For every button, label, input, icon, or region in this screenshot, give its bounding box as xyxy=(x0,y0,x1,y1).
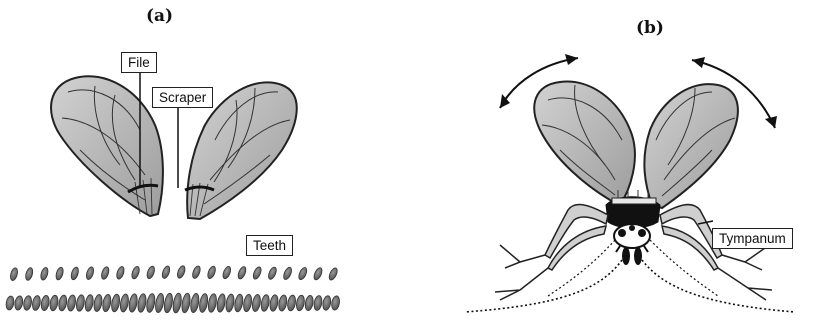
file-tooth xyxy=(85,266,95,280)
left-raised-wing xyxy=(534,82,635,205)
file-tooth xyxy=(251,294,261,312)
file-tooth xyxy=(198,293,209,313)
file-tooth xyxy=(191,265,202,279)
file-tooth xyxy=(14,295,24,310)
file-tooth xyxy=(313,295,323,311)
file-tooth xyxy=(163,293,174,314)
file-tooth xyxy=(24,267,34,281)
teeth-row-upper xyxy=(9,265,339,282)
file-tooth xyxy=(58,295,68,312)
file-tooth xyxy=(93,294,103,312)
file-tooth xyxy=(49,295,59,312)
file-tooth xyxy=(130,265,140,279)
file-tooth xyxy=(181,293,192,314)
file-tooth xyxy=(189,293,200,313)
file-tooth xyxy=(282,266,293,280)
file-tooth xyxy=(9,267,19,281)
teeth-row-lower xyxy=(5,292,341,313)
file-tooth xyxy=(161,265,171,279)
file-tooth xyxy=(70,266,80,280)
left-antenna xyxy=(465,260,622,312)
file-tooth xyxy=(115,266,125,280)
file-tooth xyxy=(269,294,279,312)
cricket-body xyxy=(606,190,660,265)
file-tooth xyxy=(31,295,41,311)
file-tooth xyxy=(154,293,165,313)
panel-b-insect xyxy=(465,54,795,312)
file-tooth xyxy=(286,295,296,312)
file-tooth xyxy=(119,293,130,312)
file-tooth xyxy=(297,266,308,280)
file-tooth xyxy=(304,295,314,311)
file-tooth xyxy=(100,266,110,280)
file-tooth xyxy=(146,265,156,279)
file-tooth xyxy=(331,295,341,310)
file-tooth xyxy=(137,293,148,313)
left-forewing xyxy=(51,76,163,216)
file-tooth xyxy=(128,293,139,312)
file-tooth xyxy=(75,294,85,312)
file-tooth xyxy=(66,294,76,311)
file-tooth xyxy=(145,293,156,313)
file-tooth xyxy=(237,266,248,280)
file-tooth xyxy=(328,267,339,281)
file-tooth xyxy=(110,294,121,313)
file-tooth xyxy=(221,265,232,279)
file-tooth xyxy=(216,293,227,312)
file-tooth xyxy=(242,294,253,313)
file-tooth xyxy=(40,267,50,281)
file-tooth xyxy=(5,295,15,310)
file-tooth xyxy=(278,294,288,311)
file-tooth xyxy=(102,294,113,313)
file-tooth xyxy=(40,295,50,311)
file-tooth xyxy=(322,295,332,311)
teeth-label: Teeth xyxy=(246,235,293,256)
file-tooth xyxy=(55,266,65,280)
scraper-label: Scraper xyxy=(152,87,213,108)
file-tooth xyxy=(295,295,305,312)
file-tooth xyxy=(312,267,323,281)
file-tooth xyxy=(23,295,33,311)
file-tooth xyxy=(252,266,263,280)
right-raised-wing xyxy=(644,84,738,208)
file-tooth xyxy=(260,294,270,312)
file-tooth xyxy=(172,292,183,313)
file-tooth xyxy=(225,293,236,312)
tympanum-label: Tympanum xyxy=(712,228,793,249)
file-tooth xyxy=(206,265,217,279)
file-tooth xyxy=(207,293,218,313)
file-tooth xyxy=(267,266,278,280)
file-tooth xyxy=(234,294,245,313)
file-label: File xyxy=(121,52,157,73)
file-tooth xyxy=(84,294,94,312)
file-tooth xyxy=(176,265,187,279)
